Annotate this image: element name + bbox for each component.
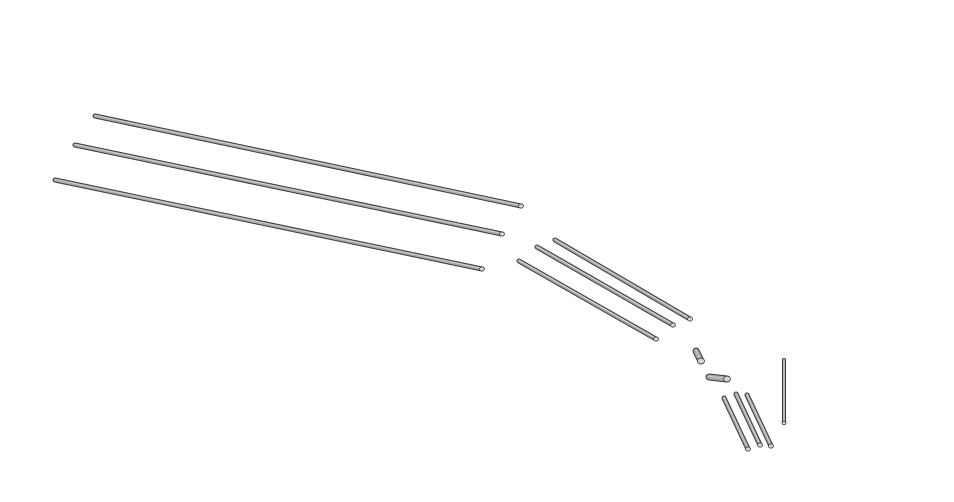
medium-rod-1[interactable] [552,237,693,322]
rod-highlight [536,245,674,325]
rod-body [535,245,675,327]
medium-rod-2[interactable] [534,244,676,328]
short-rod-3[interactable] [744,392,774,449]
rod-end-cap [653,336,659,342]
long-rods-group [52,113,524,272]
rod-end-cap [768,443,774,449]
rod-end-cap [723,375,731,383]
medium-rod-3[interactable] [516,258,659,342]
rod-end-cap [518,203,524,209]
rod-highlight [518,259,657,339]
rod-body [93,114,523,208]
rod-end-cap [479,266,485,272]
long-rod-3[interactable] [52,177,485,272]
rod-body [517,259,658,341]
short-rod-1[interactable] [721,395,751,452]
rod-body [553,238,692,321]
long-rod-1[interactable] [92,113,524,209]
vertical-rod-group [781,358,787,426]
rod-body [53,178,484,271]
medium-rods-group [516,237,693,342]
short-fitting-2[interactable] [705,373,731,383]
rod-highlight [746,393,772,446]
rod-end-cap [781,420,787,426]
rods-layer [52,113,787,452]
short-rod-2[interactable] [733,391,763,448]
vertical-rod-1[interactable] [781,358,787,426]
rod-end-cap [687,316,693,322]
rod-highlight [54,178,483,269]
short-fittings-group [692,347,731,383]
rod-highlight [94,115,522,206]
short-rods-group [721,391,774,452]
rod-highlight [723,396,749,449]
rod-highlight [554,238,691,319]
rod-end-cap [670,322,676,328]
rod-body [73,143,504,236]
short-fitting-1[interactable] [692,347,705,365]
rod-end-cap [745,446,751,452]
rod-end-cap [757,442,763,448]
rod-highlight [735,392,761,445]
long-rod-2[interactable] [72,142,505,237]
rod-highlight [74,143,503,234]
rod-end-cap [499,231,505,237]
rod-end-cap [697,357,705,365]
